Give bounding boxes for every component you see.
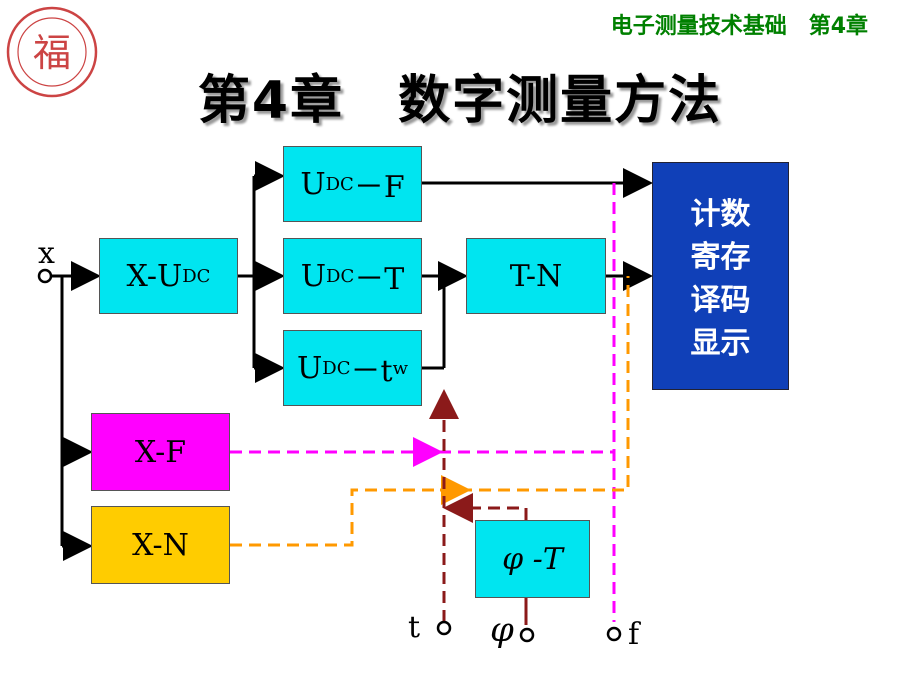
f-terminal-label: f — [628, 617, 640, 652]
page-title: 第4章 数字测量方法 — [197, 71, 723, 131]
display-line: 寄存 — [690, 240, 751, 275]
header-title: 电子测量技术基础 第4章 — [610, 14, 868, 39]
display-line: 显示 — [690, 326, 751, 361]
x-f-box: X-F — [91, 413, 230, 491]
university-logo: 福 — [6, 6, 98, 98]
display-box: 计数 寄存 译码 显示 — [652, 162, 789, 390]
phi-t-box: φ -T — [475, 520, 590, 598]
logo-glyph: 福 — [33, 31, 71, 75]
t-n-box: T-N — [466, 238, 606, 314]
display-line: 计数 — [690, 197, 751, 232]
input-x-label: x — [38, 236, 55, 271]
t-terminal-label: t — [408, 610, 421, 645]
phi-terminal-label: φ — [490, 610, 514, 650]
display-line: 译码 — [690, 283, 751, 318]
x-n-box: X-N — [91, 506, 230, 584]
